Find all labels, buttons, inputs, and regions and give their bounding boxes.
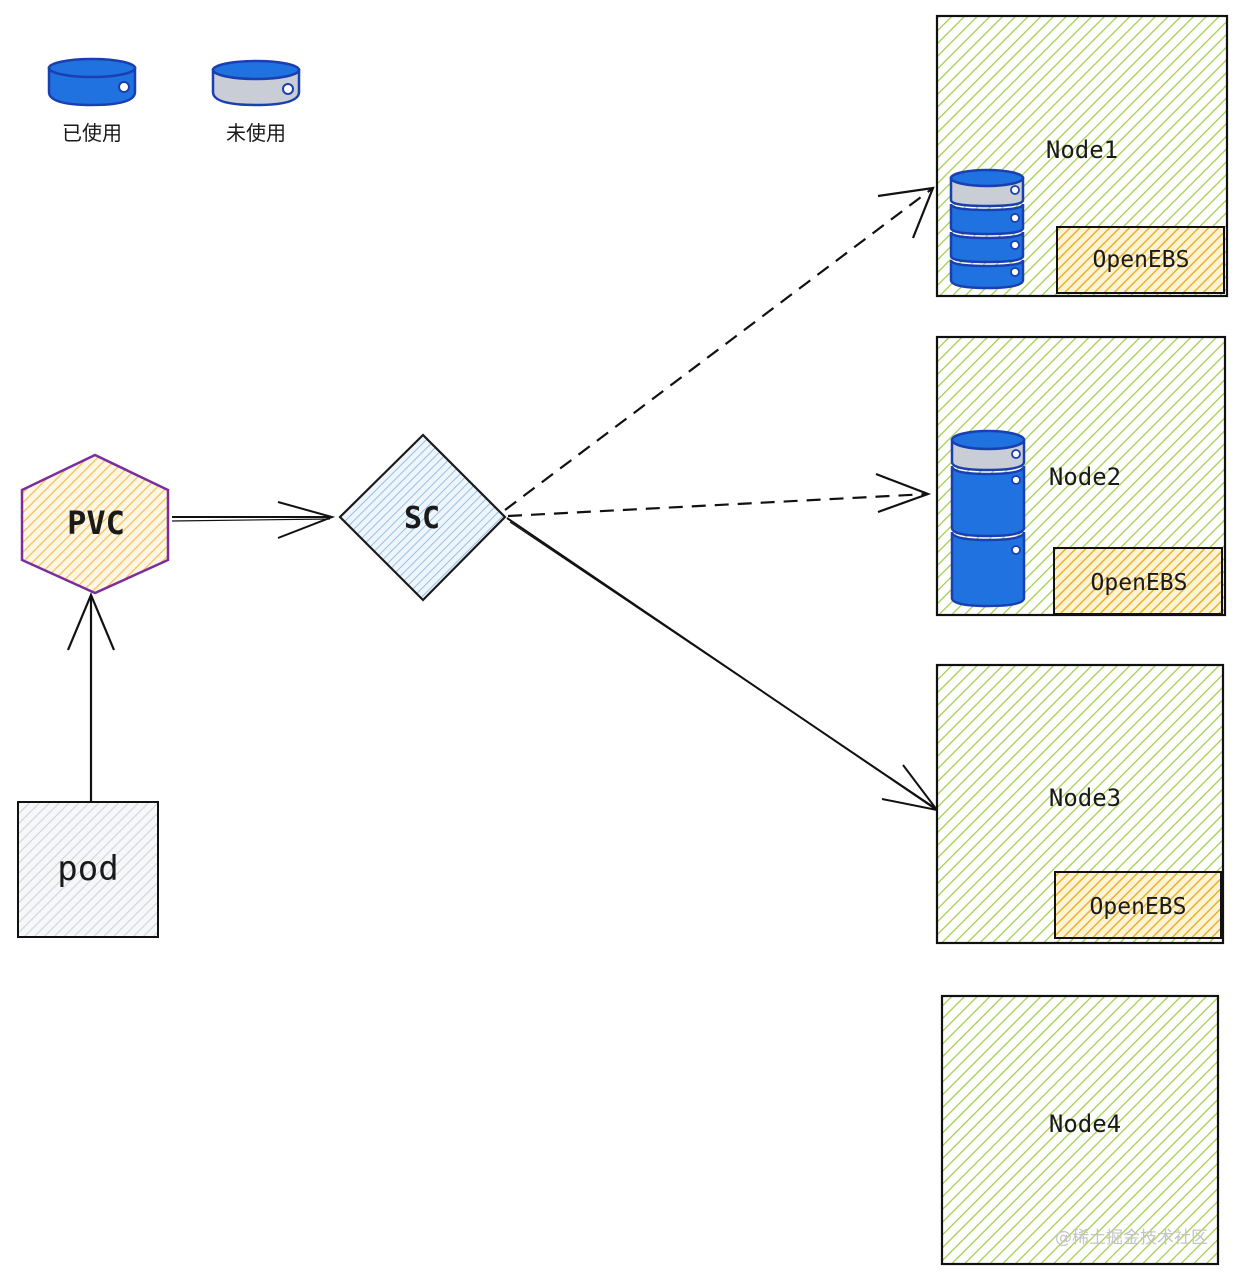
node2-box: Node2 OpenEBS xyxy=(935,335,1227,617)
watermark: @稀土掘金技术社区 xyxy=(1055,1228,1208,1248)
node1-openebs-label: OpenEBS xyxy=(1093,247,1190,273)
legend: 已使用 未使用 xyxy=(47,57,301,145)
arrow-pvc-to-sc xyxy=(171,501,336,539)
sc-label: SC xyxy=(404,501,440,536)
node3-openebs-label: OpenEBS xyxy=(1090,894,1187,920)
node1-box: Node1 OpenEBS xyxy=(935,14,1229,298)
node1-label: Node1 xyxy=(1046,136,1118,164)
node2-label: Node2 xyxy=(1049,463,1121,491)
arrow-sc-to-node3 xyxy=(506,517,940,812)
pvc-hexagon: PVC xyxy=(20,453,170,595)
pod-box: pod xyxy=(17,801,159,938)
pvc-label: PVC xyxy=(67,504,125,542)
node2-openebs-label: OpenEBS xyxy=(1091,570,1188,596)
pod-label: pod xyxy=(57,849,118,889)
arrow-sc-to-node1 xyxy=(504,186,935,511)
node4-box: Node4 xyxy=(940,994,1220,1266)
legend-unused-disk-icon xyxy=(211,59,301,107)
legend-used-label: 已使用 xyxy=(62,121,122,145)
node4-label: Node4 xyxy=(1049,1110,1121,1138)
node1-disk-stack-icon xyxy=(949,168,1025,290)
node2-openebs: OpenEBS xyxy=(1053,547,1223,615)
arrow-sc-to-node2 xyxy=(507,472,932,518)
legend-used-disk-icon xyxy=(47,57,137,107)
arrow-pod-to-pvc xyxy=(66,592,116,802)
node2-disk-stack-icon xyxy=(950,429,1026,608)
node3-label: Node3 xyxy=(1049,784,1121,812)
node3-box: Node3 OpenEBS xyxy=(935,663,1225,945)
sc-diamond: SC xyxy=(338,433,507,602)
node1-openebs: OpenEBS xyxy=(1056,226,1225,294)
legend-unused-label: 未使用 xyxy=(226,121,286,145)
node3-openebs: OpenEBS xyxy=(1054,871,1222,939)
